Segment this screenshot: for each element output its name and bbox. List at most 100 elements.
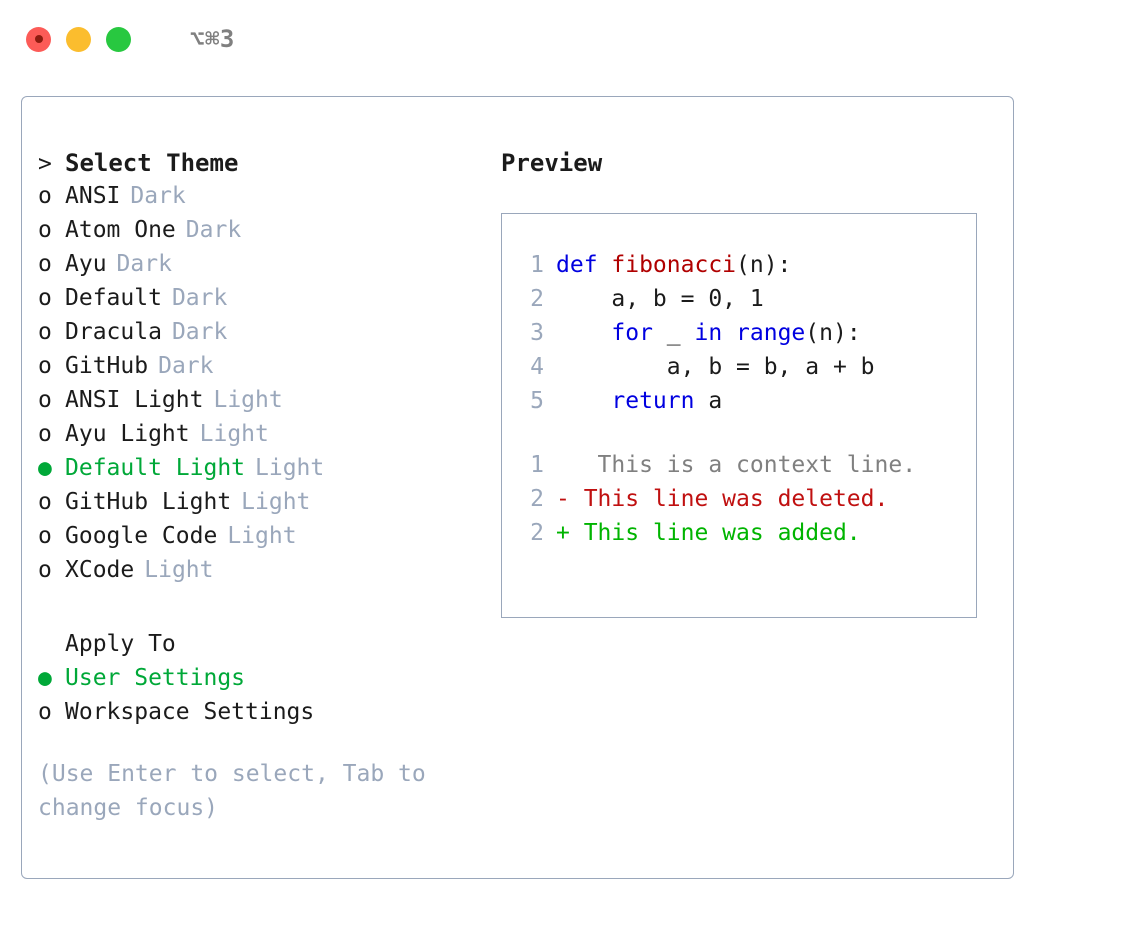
minimize-button[interactable]: [66, 26, 91, 52]
apply-to-header: Apply To: [38, 631, 498, 665]
line-number: 4: [530, 354, 544, 380]
preview-gap: [502, 422, 976, 452]
diff-content: This line was added.: [569, 520, 861, 546]
diff-line-added: 2 + This line was added.: [502, 520, 976, 554]
section-spacer: [38, 591, 498, 631]
code-content: a, b = b, a + b: [556, 354, 875, 380]
theme-item-tag: Dark: [130, 183, 186, 209]
radio-unselected-icon[interactable]: o: [38, 699, 52, 725]
line-number: 1: [530, 452, 544, 478]
theme-item-tag: Dark: [185, 217, 242, 243]
code-content: for _ in range(n):: [556, 320, 861, 346]
theme-item-ayu-light[interactable]: o Ayu Light Light: [38, 421, 498, 455]
code-token: fibonacci: [611, 252, 737, 278]
apply-to-option-label: User Settings: [65, 665, 246, 691]
theme-item-label: Ayu Light: [65, 421, 190, 447]
close-button[interactable]: [26, 26, 51, 52]
apply-to-option-workspace-settings[interactable]: o Workspace Settings: [38, 699, 498, 733]
theme-item-default-light[interactable]: ● Default Light Light: [38, 455, 498, 489]
code-content: def fibonacci(n):: [556, 252, 791, 278]
theme-item-github-dark[interactable]: o GitHub Dark: [38, 353, 498, 387]
theme-item-ansi-light[interactable]: o ANSI Light Light: [38, 387, 498, 421]
theme-item-tag: Dark: [116, 251, 172, 277]
prompt-caret-icon: >: [38, 151, 52, 177]
theme-item-tag: Light: [255, 455, 325, 481]
apply-to-option-label: Workspace Settings: [65, 699, 315, 725]
theme-item-atom-one-dark[interactable]: o Atom One Dark: [38, 217, 498, 251]
theme-item-tag: Light: [144, 557, 214, 583]
theme-item-tag: Light: [241, 489, 311, 515]
theme-item-xcode[interactable]: o XCode Light: [38, 557, 498, 591]
code-token: for: [611, 320, 653, 346]
code-token: range: [736, 320, 806, 346]
apply-to-option-user-settings[interactable]: ● User Settings: [38, 665, 498, 699]
radio-unselected-icon[interactable]: o: [38, 353, 52, 379]
code-line: 1 def fibonacci(n):: [502, 252, 976, 286]
main-panel: > Select Theme o ANSI Dark o Atom One Da…: [21, 96, 1014, 879]
radio-unselected-icon[interactable]: o: [38, 183, 52, 209]
theme-item-dracula-dark[interactable]: o Dracula Dark: [38, 319, 498, 353]
radio-unselected-icon[interactable]: o: [38, 319, 52, 345]
theme-item-github-light[interactable]: o GitHub Light Light: [38, 489, 498, 523]
maximize-button[interactable]: [106, 26, 131, 52]
theme-item-ansi-dark[interactable]: o ANSI Dark: [38, 183, 498, 217]
radio-unselected-icon[interactable]: o: [38, 523, 52, 549]
theme-item-label: Ayu: [65, 251, 107, 277]
code-token: [722, 320, 736, 346]
select-theme-title: Select Theme: [65, 149, 239, 177]
radio-unselected-icon[interactable]: o: [38, 285, 52, 311]
code-token: [556, 320, 611, 346]
diff-marker: +: [556, 520, 570, 546]
preview-title: Preview: [501, 149, 603, 177]
preview-box: 1 def fibonacci(n): 2 a, b = 0, 1 3 for …: [501, 213, 977, 618]
radio-unselected-icon[interactable]: o: [38, 421, 52, 447]
radio-unselected-icon[interactable]: o: [38, 489, 52, 515]
diff-line-context: 1 This is a context line.: [502, 452, 976, 486]
radio-unselected-icon[interactable]: o: [38, 251, 52, 277]
code-line: 3 for _ in range(n):: [502, 320, 976, 354]
line-number: 1: [530, 252, 544, 278]
code-token: return: [611, 388, 695, 414]
theme-item-label: Google Code: [65, 523, 218, 549]
code-token: (n):: [736, 252, 792, 278]
select-theme-header: > Select Theme: [38, 149, 498, 183]
code-token: (n):: [805, 320, 861, 346]
line-number: 5: [530, 388, 544, 414]
radio-selected-icon[interactable]: ●: [38, 665, 52, 691]
diff-line-deleted: 2 - This line was deleted.: [502, 486, 976, 520]
theme-item-label: ANSI: [65, 183, 121, 209]
theme-item-ayu-dark[interactable]: o Ayu Dark: [38, 251, 498, 285]
theme-item-tag: Dark: [158, 353, 214, 379]
theme-item-default-dark[interactable]: o Default Dark: [38, 285, 498, 319]
theme-item-label: GitHub: [65, 353, 149, 379]
diff-content: This is a context line.: [569, 452, 917, 478]
theme-item-label: XCode: [65, 557, 135, 583]
theme-item-label: Default: [65, 285, 162, 311]
code-content: a, b = 0, 1: [556, 286, 764, 312]
code-line: 4 a, b = b, a + b: [502, 354, 976, 388]
line-number: 2: [530, 486, 544, 512]
line-number: 2: [530, 520, 544, 546]
radio-unselected-icon[interactable]: o: [38, 387, 52, 413]
keyboard-shortcut-label: ⌥⌘3: [190, 25, 235, 53]
code-token: a: [694, 388, 723, 414]
code-token: in: [694, 320, 723, 346]
theme-item-label: Default Light: [65, 455, 246, 481]
theme-item-label: ANSI Light: [65, 387, 204, 413]
theme-item-tag: Dark: [171, 319, 228, 345]
radio-selected-icon[interactable]: ●: [38, 455, 52, 481]
keyboard-hint-text: (Use Enter to select, Tab to change focu…: [38, 761, 440, 821]
code-line: 5 return a: [502, 388, 976, 422]
apply-to-title: Apply To: [65, 631, 176, 657]
code-token: _: [652, 320, 695, 346]
radio-unselected-icon[interactable]: o: [38, 217, 52, 243]
theme-item-tag: Light: [199, 421, 269, 447]
diff-content: This line was deleted.: [569, 486, 889, 512]
code-token: a, b = b, a + b: [556, 354, 875, 380]
theme-item-tag: Dark: [171, 285, 228, 311]
radio-unselected-icon[interactable]: o: [38, 557, 52, 583]
theme-item-google-code[interactable]: o Google Code Light: [38, 523, 498, 557]
line-number: 3: [530, 320, 544, 346]
theme-item-tag: Light: [213, 387, 283, 413]
code-token: a, b = 0, 1: [556, 286, 764, 312]
